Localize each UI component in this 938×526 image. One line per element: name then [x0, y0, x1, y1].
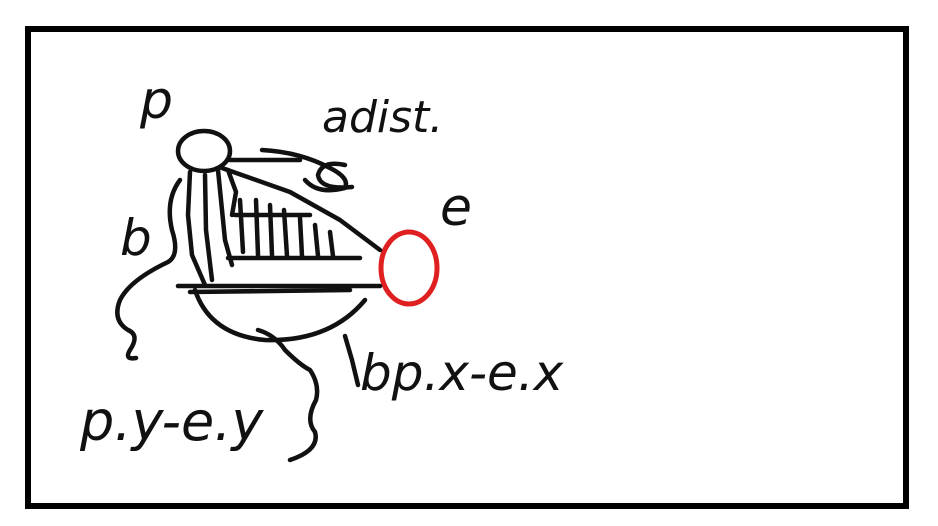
hatch-3 — [267, 202, 275, 258]
label-p: p — [139, 71, 173, 131]
label-py-ey: p.y-e.y — [79, 390, 264, 453]
label-bpx-ex: bp.x-e.x — [360, 344, 564, 402]
label-adist: adist. — [322, 92, 443, 143]
hatch-y-stroke — [225, 167, 239, 218]
bottom-arc — [192, 287, 368, 343]
bracket-tick — [342, 333, 361, 388]
hatch-4 — [281, 207, 290, 259]
enemy-circle-e — [378, 229, 440, 307]
c-letter — [315, 161, 355, 190]
right-brace-curve — [255, 327, 320, 463]
label-e: e — [440, 178, 472, 238]
frame-border — [25, 26, 909, 509]
vertical-leg-right — [215, 167, 235, 268]
c-arc — [259, 147, 349, 193]
hatch-7 — [327, 229, 336, 259]
hypotenuse-line — [219, 165, 383, 253]
hatch-2 — [253, 197, 261, 258]
hatch-1 — [237, 197, 246, 255]
hatch-5 — [297, 215, 305, 259]
hatch-6 — [312, 222, 321, 259]
vertical-leg-left — [185, 169, 208, 288]
left-brace-curve — [115, 177, 183, 361]
vertical-leg-inner — [202, 172, 215, 283]
baseline-lower-2 — [187, 287, 353, 295]
label-b: b — [120, 209, 152, 267]
player-circle-p — [175, 128, 233, 174]
